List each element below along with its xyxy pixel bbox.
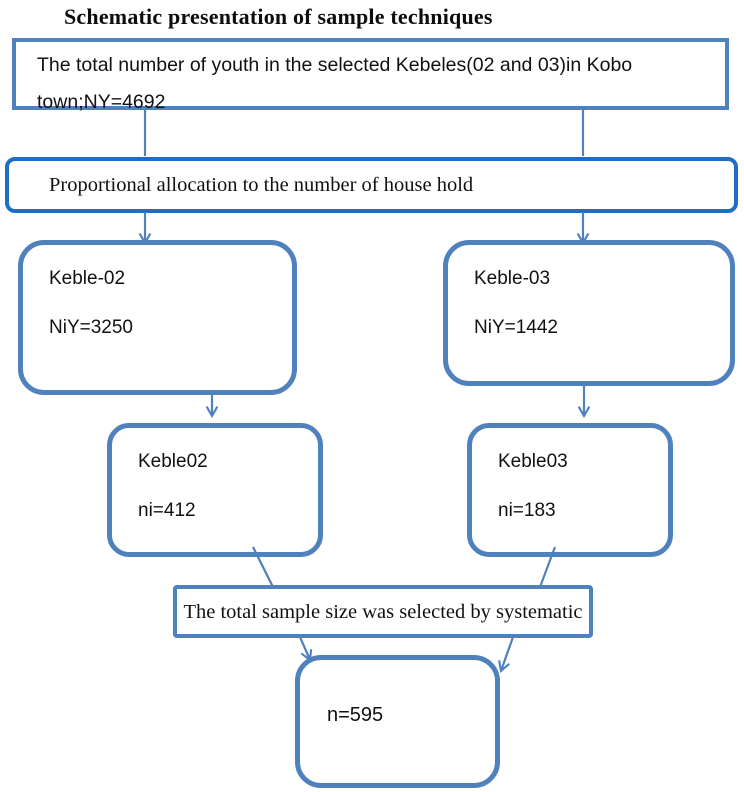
node-keble03-sample: Keble03 ni=183 <box>467 423 673 557</box>
node-total-sample-size: n=595 <box>295 655 500 788</box>
node-total-youth-line2: town;NY=4692 <box>37 91 166 113</box>
node-total-youth: The total number of youth in the selecte… <box>12 38 729 113</box>
node-keble03-population: Keble-03 NiY=1442 <box>443 240 735 386</box>
node-keble03-sample-label: Keble03 <box>498 451 568 472</box>
node-keble02-sample: Keble02 ni=412 <box>107 423 323 557</box>
node-proportional-allocation: Proportional allocation to the number of… <box>5 157 738 213</box>
node-keble02-population-label: Keble-02 <box>49 268 126 289</box>
figure-title: Schematic presentation of sample techniq… <box>64 4 493 29</box>
node-keble02-population: Keble-02 NiY=3250 <box>18 240 297 395</box>
node-keble03-population-value: NiY=1442 <box>474 317 558 338</box>
node-keble03-sample-value: ni=183 <box>498 500 556 521</box>
node-total-youth-line1: The total number of youth in the selecte… <box>37 54 633 76</box>
arrow-systematic-to-n-right <box>498 636 515 674</box>
node-keble03-population-label: Keble-03 <box>474 268 551 289</box>
arrow-systematic-to-n-left <box>298 636 313 662</box>
node-keble02-sample-value: ni=412 <box>138 500 196 521</box>
node-keble02-sample-label: Keble02 <box>138 451 208 472</box>
node-systematic-selection: The total sample size was selected by sy… <box>173 585 593 638</box>
node-keble02-population-value: NiY=3250 <box>49 317 133 338</box>
